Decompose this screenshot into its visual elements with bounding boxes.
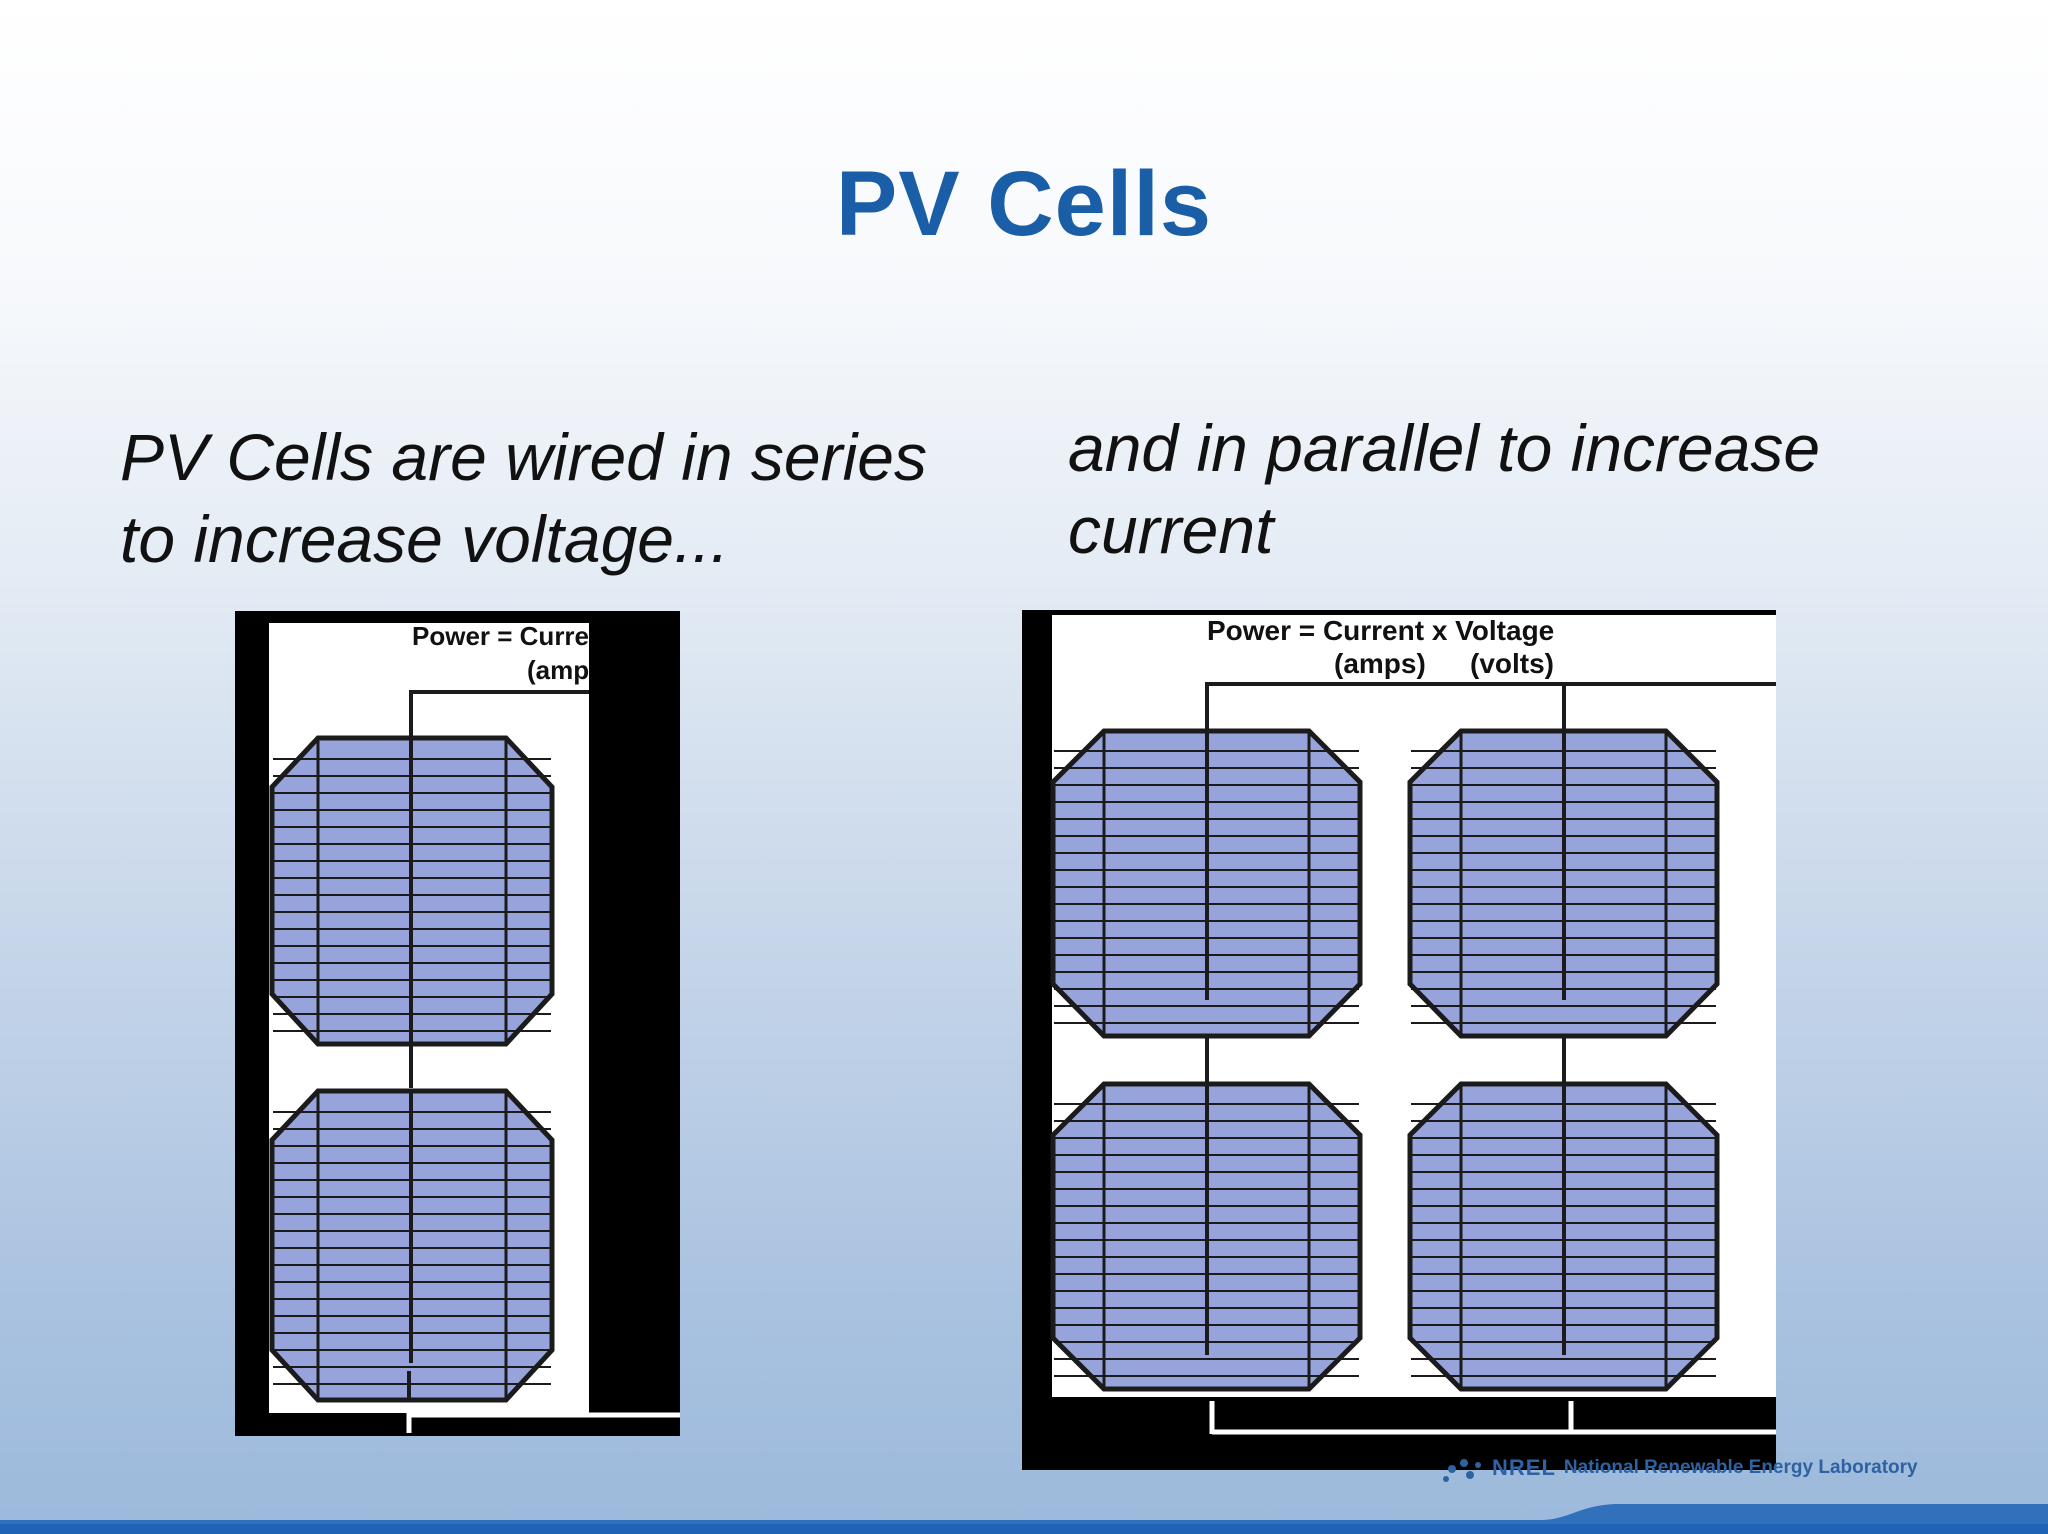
footer-accent-bar	[0, 1504, 2048, 1534]
parallel-caption: and in parallel to increase current	[1068, 411, 1821, 567]
solar-cell-top-right	[1407, 728, 1720, 1039]
solar-cell-bottom-left	[1050, 1081, 1363, 1392]
nrel-sunburst-icon	[1443, 1459, 1481, 1482]
solar-cell-bottom	[269, 1088, 555, 1403]
series-caption: PV Cells are wired in series to increase…	[120, 420, 927, 576]
lab-name: National Renewable Energy Laboratory	[1563, 1457, 1918, 1478]
nrel-wordmark: NREL	[1492, 1455, 1556, 1480]
solar-cell-top-left	[1050, 728, 1363, 1039]
series-wiring-diagram: Power = Curre (amp	[235, 611, 680, 1436]
nrel-logo: NREL National Renewable Energy Laborator…	[1440, 1453, 1918, 1483]
solar-cell-bottom-right	[1407, 1081, 1720, 1392]
slide-title: PV Cells	[835, 153, 1213, 255]
parallel-volts-label: (volts)	[1470, 648, 1554, 679]
parallel-wiring-diagram: Power = Current x Voltage (amps) (volts)	[1022, 610, 1776, 1470]
series-formula-label: Power = Curre	[412, 621, 589, 651]
solar-cell-top	[269, 735, 555, 1047]
parallel-amps-label: (amps)	[1334, 648, 1426, 679]
parallel-formula-label: Power = Current x Voltage	[1207, 615, 1554, 646]
series-units-label: (amp	[527, 655, 589, 685]
